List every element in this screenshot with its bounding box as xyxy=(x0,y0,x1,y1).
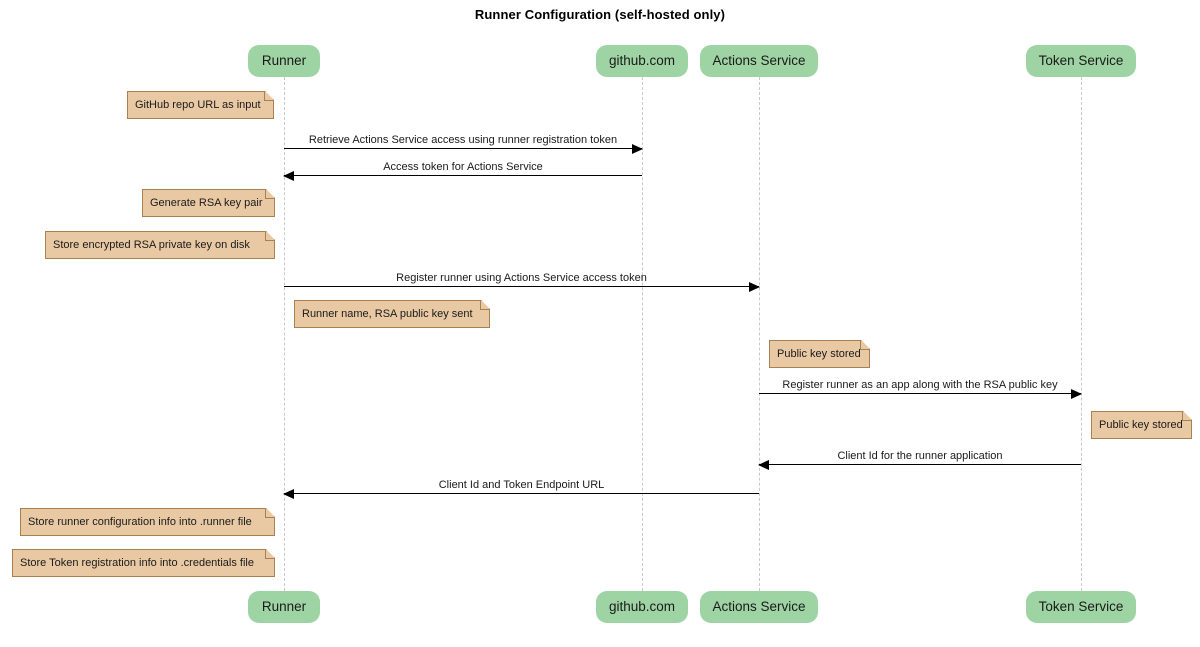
lifeline-actions xyxy=(759,77,760,591)
message-line xyxy=(759,464,1081,465)
lifeline-runner xyxy=(284,77,285,591)
note-runner-name-public-key: Runner name, RSA public key sent xyxy=(294,300,490,328)
message-label: Register runner using Actions Service ac… xyxy=(396,272,647,284)
message-label: Client Id for the runner application xyxy=(837,450,1003,462)
message-line xyxy=(759,393,1081,394)
participant-header-runner[interactable]: Runner xyxy=(248,45,320,77)
msg-register-app[interactable]: Register runner as an app along with the… xyxy=(759,374,1082,399)
lifeline-github xyxy=(642,77,643,591)
note-fold-icon xyxy=(860,341,869,350)
arrowhead-right-icon xyxy=(1071,389,1082,399)
note-generate-rsa: Generate RSA key pair xyxy=(142,189,275,217)
note-store-token-registration: Store Token registration info into .cred… xyxy=(12,549,275,577)
note-store-runner-config: Store runner configuration info into .ru… xyxy=(20,508,275,536)
note-fold-icon xyxy=(264,92,273,101)
note-text: Store runner configuration info into .ru… xyxy=(28,516,252,528)
note-github-repo-url: GitHub repo URL as input xyxy=(127,91,274,119)
participant-footer-github[interactable]: github.com xyxy=(596,591,688,623)
note-fold-icon xyxy=(265,190,274,199)
participant-header-actions[interactable]: Actions Service xyxy=(700,45,818,77)
message-label: Client Id and Token Endpoint URL xyxy=(438,479,605,491)
note-public-key-stored-token: Public key stored xyxy=(1091,411,1192,439)
arrowhead-left-icon xyxy=(283,171,294,181)
msg-client-id[interactable]: Client Id for the runner application xyxy=(758,445,1081,470)
note-text: Store encrypted RSA private key on disk xyxy=(53,239,250,251)
note-fold-icon xyxy=(265,550,274,559)
message-line xyxy=(284,493,759,494)
message-label: Access token for Actions Service xyxy=(383,161,543,173)
message-line xyxy=(284,148,642,149)
participant-footer-token[interactable]: Token Service xyxy=(1026,591,1136,623)
participant-header-token[interactable]: Token Service xyxy=(1026,45,1136,77)
msg-access-token[interactable]: Access token for Actions Service xyxy=(283,156,642,181)
note-fold-icon xyxy=(265,232,274,241)
note-fold-icon xyxy=(265,509,274,518)
participant-footer-actions[interactable]: Actions Service xyxy=(700,591,818,623)
note-text: Generate RSA key pair xyxy=(150,197,263,209)
lifeline-token xyxy=(1081,77,1082,591)
arrowhead-left-icon xyxy=(758,460,769,470)
message-line xyxy=(284,286,759,287)
message-line xyxy=(284,175,642,176)
msg-client-id-endpoint[interactable]: Client Id and Token Endpoint URL xyxy=(283,474,759,499)
note-text: GitHub repo URL as input xyxy=(135,99,261,111)
note-text: Store Token registration info into .cred… xyxy=(20,557,254,569)
message-label: Retrieve Actions Service access using ru… xyxy=(308,134,618,146)
note-store-encrypted-rsa: Store encrypted RSA private key on disk xyxy=(45,231,275,259)
note-public-key-stored-actions: Public key stored xyxy=(769,340,870,368)
note-fold-icon xyxy=(1182,412,1191,421)
page-title: Runner Configuration (self-hosted only) xyxy=(474,7,726,22)
arrowhead-right-icon xyxy=(749,282,760,292)
arrowhead-right-icon xyxy=(632,144,643,154)
note-text: Public key stored xyxy=(777,348,861,360)
note-fold-icon xyxy=(480,301,489,310)
participant-header-github[interactable]: github.com xyxy=(596,45,688,77)
note-text: Public key stored xyxy=(1099,419,1183,431)
msg-retrieve-access[interactable]: Retrieve Actions Service access using ru… xyxy=(284,129,643,154)
note-text: Runner name, RSA public key sent xyxy=(302,308,473,320)
msg-register-runner[interactable]: Register runner using Actions Service ac… xyxy=(284,267,760,292)
participant-footer-runner[interactable]: Runner xyxy=(248,591,320,623)
message-label: Register runner as an app along with the… xyxy=(782,379,1058,391)
arrowhead-left-icon xyxy=(283,489,294,499)
